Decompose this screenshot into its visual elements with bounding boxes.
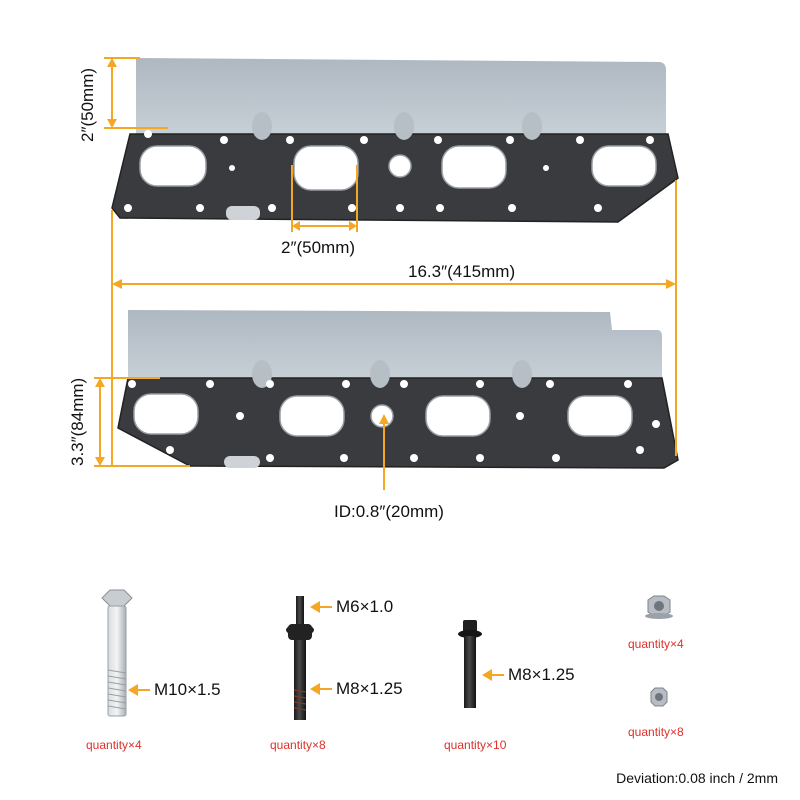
flange-nut-large-icon bbox=[645, 595, 673, 619]
bolt-m10-icon bbox=[101, 589, 133, 717]
stud-bottom-spec: M8×1.25 bbox=[336, 679, 403, 698]
bottom-heat-shield bbox=[128, 310, 662, 378]
inner-diameter-label: ID:0.8″(20mm) bbox=[334, 502, 444, 521]
flange-bolt-quantity: quantity×10 bbox=[444, 738, 507, 752]
top-gasket-body bbox=[111, 133, 679, 223]
bottom-gasket bbox=[117, 310, 679, 469]
stud-quantity: quantity×8 bbox=[270, 738, 326, 752]
nut-large-quantity: quantity×4 bbox=[628, 637, 684, 651]
nut-small-quantity: quantity×8 bbox=[628, 725, 684, 739]
stud-top-spec: M6×1.0 bbox=[336, 597, 394, 616]
flange-bolt-icon bbox=[458, 620, 482, 708]
flange-nut-small-icon bbox=[650, 687, 668, 707]
bolt-m10-spec: M10×1.5 bbox=[154, 680, 221, 699]
port-width-label: 2″(50mm) bbox=[281, 238, 356, 257]
bolt-m10-quantity: quantity×4 bbox=[86, 738, 142, 752]
deviation-note: Deviation:0.08 inch / 2mm bbox=[616, 770, 778, 786]
dimension-lines bbox=[94, 57, 677, 490]
hardware-pointers bbox=[128, 601, 504, 696]
overall-length-label: 16.3″(415mm) bbox=[408, 262, 516, 281]
flange-bolt-spec: M8×1.25 bbox=[508, 665, 575, 684]
stud-icon bbox=[286, 596, 314, 720]
bottom-gasket-body bbox=[117, 377, 679, 469]
top-gasket bbox=[111, 58, 679, 223]
shield-height-label: 2″(50mm) bbox=[78, 67, 97, 142]
gasket-height-label: 3.3″(84mm) bbox=[68, 377, 87, 466]
